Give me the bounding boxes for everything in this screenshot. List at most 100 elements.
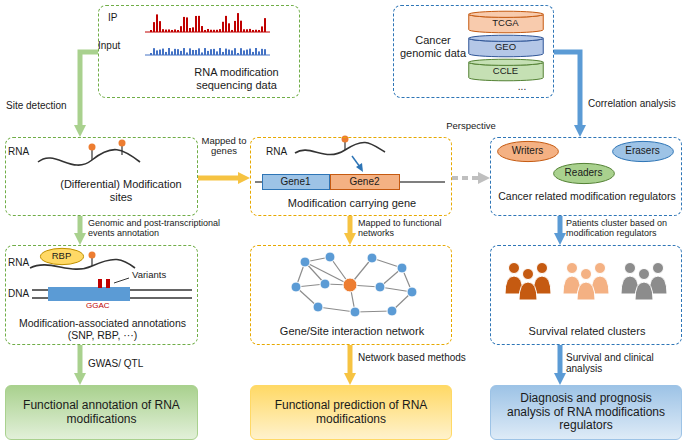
node-label: (Differential) Modification sites xyxy=(51,178,191,203)
picture-label: ... xyxy=(496,81,548,92)
flow-arrow xyxy=(80,52,98,125)
node-label: RNA modification sequencing data xyxy=(179,66,294,91)
signal-bar xyxy=(177,30,179,32)
data-panel: Cancer genomic dataTCGAGEOCCLE xyxy=(393,5,554,98)
network-node xyxy=(350,307,360,317)
signal-bar xyxy=(156,50,158,55)
result-box: Functional prediction of RNA modificatio… xyxy=(250,385,452,440)
signal-bar xyxy=(222,52,224,55)
signal-bar xyxy=(159,21,161,32)
node-label: CCLE xyxy=(493,66,518,77)
edge-label: Site detection xyxy=(6,100,76,111)
signal-bar xyxy=(180,26,182,32)
picture-label: RNA xyxy=(266,146,287,157)
modification-stem xyxy=(121,146,122,155)
node-label: Functional annotation of RNA modificatio… xyxy=(14,399,189,427)
network-link xyxy=(318,307,355,312)
person-icon xyxy=(519,269,537,301)
signal-bar xyxy=(195,16,197,32)
picture-label: Variants xyxy=(132,270,166,280)
step-panel: Modification-associated annotations (SNP… xyxy=(5,245,198,345)
signal-bar xyxy=(150,53,152,55)
node-label: Gene2 xyxy=(349,176,379,188)
person-body xyxy=(635,282,653,300)
modification-stem xyxy=(91,258,92,266)
edge-label: Mapped to genes xyxy=(199,136,249,157)
signal-bar xyxy=(243,50,245,55)
signal-bar xyxy=(231,30,233,32)
database-cylinder: CCLE xyxy=(468,59,544,81)
database-cylinder: GEO xyxy=(468,35,544,57)
signal-bar xyxy=(192,50,194,55)
signal-bar xyxy=(216,51,218,55)
person-body xyxy=(577,282,595,300)
signal-bar xyxy=(177,49,179,55)
signal-bar xyxy=(189,28,191,32)
person-head xyxy=(523,269,534,280)
rna-curve xyxy=(38,150,140,165)
edge-label: Survival and clinical analysis xyxy=(566,352,681,374)
network-node xyxy=(387,306,397,316)
signal-bar xyxy=(258,51,260,55)
flow-arrow xyxy=(198,176,238,181)
signal-bar xyxy=(249,49,251,55)
node-label: Erasers xyxy=(625,145,659,157)
annotation-picture xyxy=(30,252,192,302)
picture-label: RNA xyxy=(8,146,29,157)
person-icon xyxy=(577,269,595,301)
step-panel: Gene/Site interaction network xyxy=(250,245,452,345)
signal-bar xyxy=(240,21,242,32)
network-node xyxy=(300,257,310,267)
network-node xyxy=(407,287,417,297)
person-head xyxy=(537,263,548,274)
network-node xyxy=(343,278,357,292)
signal-bar xyxy=(252,52,254,55)
signal-bar xyxy=(213,30,215,32)
signal-bar xyxy=(207,51,209,55)
signal-bar xyxy=(183,48,185,55)
signal-bar xyxy=(249,29,251,32)
signal-tracks xyxy=(145,13,270,55)
signal-bar xyxy=(234,48,236,55)
flow-arrow xyxy=(452,176,478,180)
picture-label: Input xyxy=(98,40,120,51)
signal-bar xyxy=(237,13,239,32)
signal-bar xyxy=(207,29,209,32)
edge-label: Patients cluster based on modification r… xyxy=(566,219,684,239)
signal-bar xyxy=(204,30,206,32)
rna-strand xyxy=(38,140,140,166)
signal-bar xyxy=(255,30,257,32)
signal-bar xyxy=(159,50,161,55)
person-head xyxy=(625,263,636,274)
signal-bar xyxy=(231,50,233,55)
edge-label: Network based methods xyxy=(358,352,478,363)
signal-bar xyxy=(171,51,173,55)
edge-label: Genomic and post-transcriptional events … xyxy=(88,219,248,239)
flow-arrow xyxy=(558,216,563,233)
signal-bar xyxy=(225,49,227,55)
picture-label: GGAC xyxy=(86,302,110,311)
signal-bar xyxy=(228,50,230,55)
edge-label: Mapped to functional networks xyxy=(358,219,478,239)
signal-bar xyxy=(198,48,200,55)
signal-bar xyxy=(201,26,203,32)
signal-bar xyxy=(246,50,248,55)
patient-clusters xyxy=(505,263,667,301)
node-label: Diagnosis and prognosis analysis of RNA … xyxy=(499,392,673,433)
signal-bar xyxy=(174,49,176,55)
node-label: RBP xyxy=(52,251,72,262)
network-node xyxy=(325,252,335,262)
network-graph xyxy=(291,252,417,317)
signal-bar xyxy=(261,26,263,32)
signal-bar xyxy=(201,52,203,55)
step-panel: Survival related clusters xyxy=(490,245,682,345)
signal-bar xyxy=(264,18,266,32)
signal-bar xyxy=(186,52,188,55)
node-label: TCGA xyxy=(492,18,518,29)
person-body xyxy=(519,282,537,300)
person-head xyxy=(595,263,606,274)
node-label: Readers xyxy=(565,167,603,179)
person-head xyxy=(639,269,650,280)
picture-label: IP xyxy=(108,12,117,23)
